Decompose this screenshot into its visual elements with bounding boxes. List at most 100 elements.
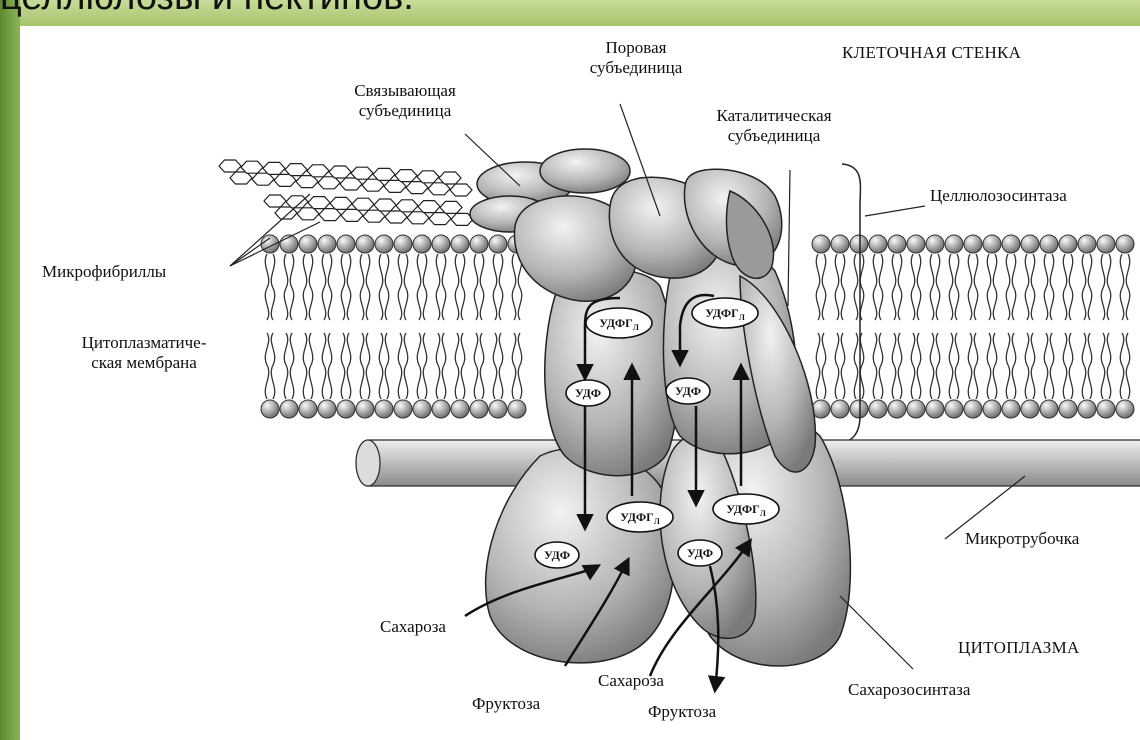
lipid-tail	[423, 254, 426, 320]
microfibril-unit	[219, 160, 241, 172]
lipid-tail	[442, 333, 445, 399]
microfibril-unit	[263, 162, 285, 174]
lipid-head-bottom	[337, 400, 355, 418]
lipid-tail	[379, 333, 382, 399]
microfibril-unit	[319, 209, 341, 221]
lipid-tail	[1120, 254, 1123, 320]
microfibril-unit	[285, 164, 307, 176]
lipid-tail	[322, 254, 325, 320]
lipid-tail	[968, 254, 971, 320]
lipid-tail	[303, 254, 306, 320]
lipid-tail	[512, 254, 515, 320]
cellulose-synthase-diagram: УДФГЛ УДФ УДФГЛ УДФ УДФГЛ УДФ УДФГЛ УДФ	[20, 26, 1140, 740]
microfibril-unit	[330, 197, 352, 209]
lipid-tail	[1082, 333, 1085, 399]
label-catalytic-subunit-line2: субъединица	[716, 126, 831, 146]
lipid-head-top	[337, 235, 355, 253]
lipid-head-top	[299, 235, 317, 253]
microfibril-unit	[363, 210, 385, 222]
lipid-tail	[987, 333, 990, 399]
lipid-tail	[879, 333, 882, 399]
lipid-tail	[455, 254, 458, 320]
lipid-tail	[1069, 333, 1072, 399]
lipid-head-bottom	[1040, 400, 1058, 418]
lipid-tail	[949, 254, 952, 320]
lipid-tail	[1025, 254, 1028, 320]
lipid-tail	[284, 254, 287, 320]
lipid-tail	[987, 254, 990, 320]
lipid-tail	[835, 333, 838, 399]
microfibril-unit	[395, 170, 417, 182]
udp-label-2: УДФ	[544, 548, 570, 562]
lipid-tail	[455, 333, 458, 399]
microfibril-unit	[418, 201, 440, 213]
lipid-tail	[1025, 333, 1028, 399]
label-microtubule: Микротрубочка	[965, 529, 1079, 549]
lipid-tail	[860, 333, 863, 399]
lipid-tail	[898, 333, 901, 399]
microfibril-unit	[241, 161, 263, 173]
lipid-tail	[1050, 254, 1053, 320]
lipid-tail	[993, 254, 996, 320]
lipid-head-bottom	[394, 400, 412, 418]
microfibril-unit	[373, 168, 395, 180]
lipid-head-top	[869, 235, 887, 253]
lipid-tail	[949, 333, 952, 399]
lipid-head-top	[356, 235, 374, 253]
microfibril-unit	[407, 212, 429, 224]
lipid-tail	[360, 333, 363, 399]
lipid-head-top	[375, 235, 393, 253]
lipid-head-top	[888, 235, 906, 253]
microfibril-unit	[385, 211, 407, 223]
lipid-tail	[955, 333, 958, 399]
lipid-tail	[816, 333, 819, 399]
lipid-head-bottom	[888, 400, 906, 418]
lipid-head-top	[451, 235, 469, 253]
lipid-tail	[930, 333, 933, 399]
lipid-tail	[955, 254, 958, 320]
lipid-tail	[1012, 254, 1015, 320]
lipid-head-bottom	[1116, 400, 1134, 418]
label-microfibrils: Микрофибриллы	[42, 262, 166, 282]
lipid-head-bottom	[1021, 400, 1039, 418]
slide-title: целлюлозы и пектинов.	[0, 0, 414, 16]
lipid-tail	[1031, 254, 1034, 320]
microfibril-unit	[396, 200, 418, 212]
lipid-head-bottom	[964, 400, 982, 418]
label-cytoplasm: ЦИТОПЛАЗМА	[958, 638, 1080, 658]
lipid-head-bottom	[280, 400, 298, 418]
lipid-tail	[936, 254, 939, 320]
microfibril-unit	[450, 184, 472, 196]
udp-label-1: УДФ	[575, 386, 601, 400]
lipid-tail	[1063, 254, 1066, 320]
label-sucrose-synthase: Сахарозосинтаза	[848, 680, 970, 700]
lipid-tail	[1044, 333, 1047, 399]
lipid-tail	[936, 333, 939, 399]
lipid-tail	[347, 254, 350, 320]
lipid-tail	[417, 254, 420, 320]
lipid-head-top	[964, 235, 982, 253]
microfibril-unit	[352, 198, 374, 210]
microfibril-unit	[307, 165, 329, 177]
microfibril-unit	[439, 172, 461, 184]
lipid-tail	[309, 333, 312, 399]
lipid-head-top	[394, 235, 412, 253]
lipid-tail	[873, 254, 876, 320]
microfibril-unit	[329, 166, 351, 178]
lipid-tail	[1006, 254, 1009, 320]
label-binding-subunit: Связывающая субъединица	[354, 81, 456, 121]
lipid-head-top	[470, 235, 488, 253]
lipid-head-top	[1097, 235, 1115, 253]
label-sucrose-right: Сахароза	[598, 671, 664, 691]
lipid-tail	[341, 333, 344, 399]
lipid-head-bottom	[299, 400, 317, 418]
lipid-tail	[879, 254, 882, 320]
lipid-tail	[442, 254, 445, 320]
lipid-tail	[1050, 333, 1053, 399]
label-pore-subunit-line2: субъединица	[590, 58, 683, 78]
lipid-tail	[290, 333, 293, 399]
lipid-tail	[1120, 333, 1123, 399]
lipid-head-top	[907, 235, 925, 253]
lipid-head-bottom	[850, 400, 868, 418]
lipid-tail	[1063, 333, 1066, 399]
